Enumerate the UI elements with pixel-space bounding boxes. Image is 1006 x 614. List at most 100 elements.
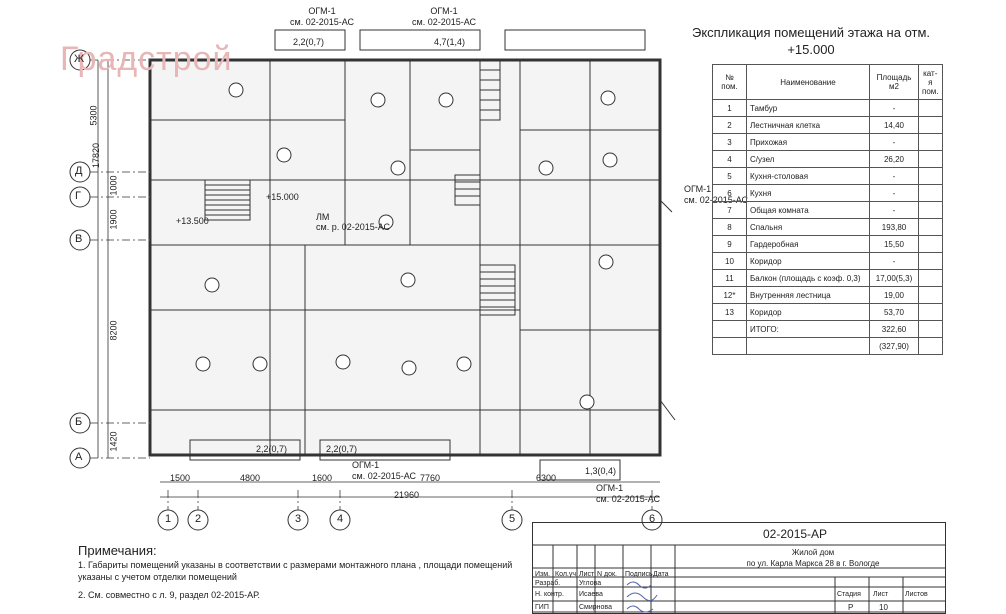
cell-name: С/узел: [746, 150, 870, 168]
dim-left-4: 1900: [108, 209, 119, 230]
table-total-row: (327,90): [712, 337, 943, 355]
cell-name: Гардеробная: [746, 235, 870, 253]
cell-name: Коридор: [746, 252, 870, 270]
col-list: Лист: [579, 571, 595, 578]
sheet-header: Лист: [873, 591, 889, 598]
axis-label-3: 3: [295, 513, 302, 525]
sheets-header: Листов: [905, 591, 928, 598]
cell-area: -: [869, 184, 919, 202]
cell-cat: [918, 235, 943, 253]
table-header-row: № пом. Наименование Площадь м2 кат-я пом…: [712, 64, 943, 100]
axis-label-6: 6: [649, 513, 656, 525]
cell-num: 13: [712, 303, 747, 321]
dim-bottom-2: 4800: [240, 473, 261, 483]
cell-cat: [918, 167, 943, 185]
total-value: 322,60: [869, 320, 919, 338]
level-mark-13500: +13.500: [176, 216, 209, 226]
name-razrab: Углова: [579, 580, 602, 587]
cell-num: 11: [712, 269, 747, 287]
cell-area: -: [869, 99, 919, 117]
dim-bottom-total: 21960: [394, 490, 420, 500]
cell-cat: [918, 184, 943, 202]
cell-cat: [918, 320, 943, 338]
col-header-num: № пом.: [712, 64, 747, 100]
cell-num: 10: [712, 252, 747, 270]
cell-area: 17,00(5,3): [869, 269, 919, 287]
room-lm: ЛМ: [316, 212, 330, 222]
cell-name: [746, 337, 870, 355]
cell-name: Лестничная клетка: [746, 116, 870, 134]
notes-heading: Примечания:: [78, 543, 157, 558]
note-item-2: 2. См. совместно с л. 9, раздел 02-2015-…: [78, 590, 260, 600]
axis-label-d: Д: [75, 165, 83, 177]
cell-cat: [918, 337, 943, 355]
cell-num: 7: [712, 201, 747, 219]
col-header-area: Площадь м2: [869, 64, 919, 100]
axis-label-5: 5: [509, 513, 516, 525]
role-razrab: Разраб.: [535, 580, 561, 587]
balcony-area-a: 2,2(0,7): [293, 37, 325, 47]
col-izm: Изм.: [535, 571, 550, 578]
cell-num: 6: [712, 184, 747, 202]
cell-cat: [918, 303, 943, 321]
col-sign: Подпись: [625, 571, 653, 578]
col-ndoc: N док.: [597, 571, 617, 578]
axis-label-zh: Ж: [74, 53, 85, 65]
cell-name: Балкон (площадь с коэф. 0,3): [746, 269, 870, 287]
cell-cat: [918, 218, 943, 236]
cell-name: Кухня-столовая: [746, 167, 870, 185]
notes-block: Примечания: 1. Габариты помещений указан…: [78, 543, 528, 601]
object-name: Жилой дом по ул. Карла Маркса 28 в г. Во…: [746, 548, 880, 568]
cell-area: -: [869, 133, 919, 151]
cell-cat: [918, 133, 943, 151]
dim-bottom-3: 1600: [312, 473, 333, 483]
cell-name: Коридор: [746, 303, 870, 321]
cell-area: 26,20: [869, 150, 919, 168]
col-date: Дата: [653, 571, 669, 578]
cell-cat: [918, 116, 943, 134]
cell-cat: [918, 150, 943, 168]
dim-bottom-1: 1500: [170, 473, 191, 483]
cell-name: Спальня: [746, 218, 870, 236]
cell-num: 3: [712, 133, 747, 151]
col-header-name: Наименование: [746, 64, 870, 100]
ogm-top-label: ОГМ-1 см. 02-2015-АС: [290, 6, 355, 27]
balcony-area-e: 1,3(0,4): [585, 466, 617, 476]
total-value-2: (327,90): [869, 337, 919, 355]
explication-title: Экспликация помещений этажа на отм. +15.…: [691, 25, 931, 57]
dim-left-3: 1000: [108, 175, 119, 196]
cell-cat: [918, 99, 943, 117]
cell-cat: [918, 269, 943, 287]
dim-left-5: 8200: [108, 320, 119, 341]
name-nkontr: Исаева: [579, 591, 603, 598]
role-gip: ГИП: [535, 604, 549, 611]
axis-label-4: 4: [337, 513, 344, 525]
cell-num: 1: [712, 99, 747, 117]
watermark-logo: Градстрой: [60, 40, 233, 78]
axis-label-2: 2: [195, 513, 202, 525]
cell-area: 19,00: [869, 286, 919, 304]
stage-header: Стадия: [837, 591, 861, 598]
axis-label-1: 1: [165, 513, 172, 525]
balcony-area-b: 4,7(1,4): [434, 37, 466, 47]
cell-name: Общая комната: [746, 201, 870, 219]
cell-num: 4: [712, 150, 747, 168]
ogm-bottom-right-label: ОГМ-1 см. 02-2015-АС: [596, 483, 661, 504]
cell-cat: [918, 201, 943, 219]
ogm-bottom-label: ОГМ-1 см. 02-2015-АС: [352, 460, 417, 481]
cell-area: 53,70: [869, 303, 919, 321]
table-total-row: ИТОГО:322,60: [712, 320, 943, 338]
dim-left-6: 1420: [108, 431, 119, 452]
cell-area: 15,50: [869, 235, 919, 253]
